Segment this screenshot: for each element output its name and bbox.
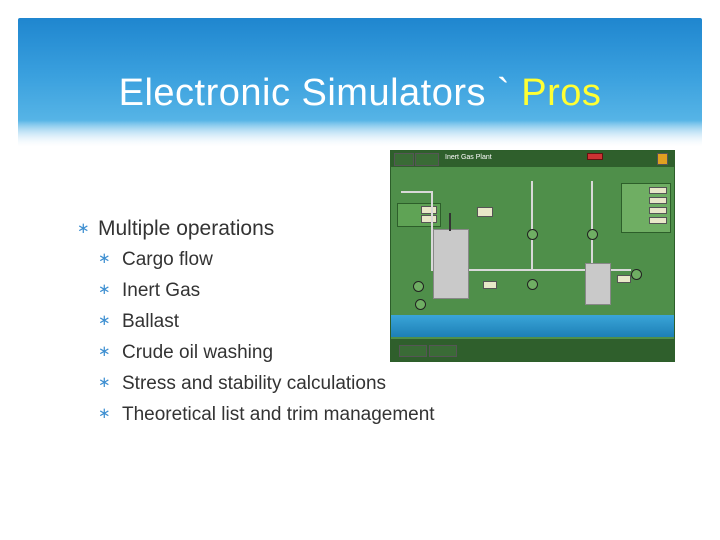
- sim-value-chip: [421, 206, 437, 214]
- sim-value-chip: [649, 217, 667, 224]
- sim-value-chip: [649, 207, 667, 214]
- sub-bullet-item: ∗ Stress and stability calculations: [75, 368, 525, 399]
- sim-pipe: [591, 181, 593, 271]
- simulator-screenshot: Inert Gas Plant: [390, 150, 675, 362]
- sim-scrubber-tank: [433, 229, 469, 299]
- sim-value-chip: [477, 207, 493, 217]
- sim-mode-box: [394, 153, 414, 166]
- sim-time-box: [415, 153, 439, 166]
- sub-bullet-text: Ballast: [122, 311, 180, 332]
- sim-water-seal-tank: [585, 263, 611, 305]
- bullet-text: Multiple operations: [98, 217, 275, 240]
- sub-bullet-text: Crude oil washing: [122, 342, 274, 363]
- sim-value-chip: [649, 187, 667, 194]
- title-banner: Electronic Simulators ` Pros: [18, 18, 702, 146]
- sim-value-chip: [617, 275, 631, 283]
- slide-title: Electronic Simulators ` Pros: [18, 72, 702, 115]
- sim-warning-icon: [657, 153, 668, 165]
- asterisk-bullet-icon: ∗: [98, 281, 111, 298]
- sim-valve-icon: [415, 299, 426, 310]
- sim-footer-button: [399, 345, 427, 357]
- bullet-list: ∗ Multiple operations ∗ Cargo flow ∗ Ine…: [75, 214, 525, 430]
- sim-valve-icon: [587, 229, 598, 240]
- sim-value-chip: [649, 197, 667, 204]
- bullet-item: ∗ Multiple operations: [75, 214, 525, 244]
- sub-bullet-item: ∗ Crude oil washing: [75, 337, 525, 368]
- sub-bullet-text: Inert Gas: [122, 280, 201, 301]
- sim-value-chip: [483, 281, 497, 289]
- sub-bullet-item: ∗ Ballast: [75, 306, 525, 337]
- sim-header-bar: [391, 151, 674, 167]
- asterisk-bullet-icon: ∗: [77, 220, 90, 237]
- sim-footer-button: [429, 345, 457, 357]
- asterisk-bullet-icon: ∗: [98, 250, 111, 267]
- sub-bullet-item: ∗ Cargo flow: [75, 244, 525, 275]
- asterisk-bullet-icon: ∗: [98, 343, 111, 360]
- sim-valve-icon: [527, 229, 538, 240]
- sim-pipe: [401, 191, 431, 193]
- sim-valve-icon: [631, 269, 642, 280]
- sim-valve-icon: [527, 279, 538, 290]
- sim-footer-bar: [391, 339, 674, 361]
- sim-valve-icon: [413, 281, 424, 292]
- asterisk-bullet-icon: ∗: [98, 374, 111, 391]
- title-accent-text: Pros: [521, 72, 602, 114]
- sim-sea-water: [391, 315, 674, 337]
- asterisk-bullet-icon: ∗: [98, 312, 111, 329]
- sim-pipe: [449, 213, 451, 231]
- asterisk-bullet-icon: ∗: [98, 405, 111, 422]
- sim-alarm-indicator: [587, 153, 603, 160]
- sub-bullet-text: Stress and stability calculations: [122, 373, 387, 394]
- sim-value-chip: [421, 215, 437, 223]
- sub-bullet-item: ∗ Inert Gas: [75, 275, 525, 306]
- sub-bullet-text: Theoretical list and trim management: [122, 404, 435, 425]
- sub-bullet-item: ∗ Theoretical list and trim management: [75, 399, 525, 430]
- sim-panel-title: Inert Gas Plant: [445, 154, 492, 161]
- title-main-text: Electronic Simulators `: [118, 72, 522, 114]
- sim-pipe: [431, 191, 433, 271]
- sim-pipe: [531, 181, 533, 271]
- sub-bullet-text: Cargo flow: [122, 249, 213, 270]
